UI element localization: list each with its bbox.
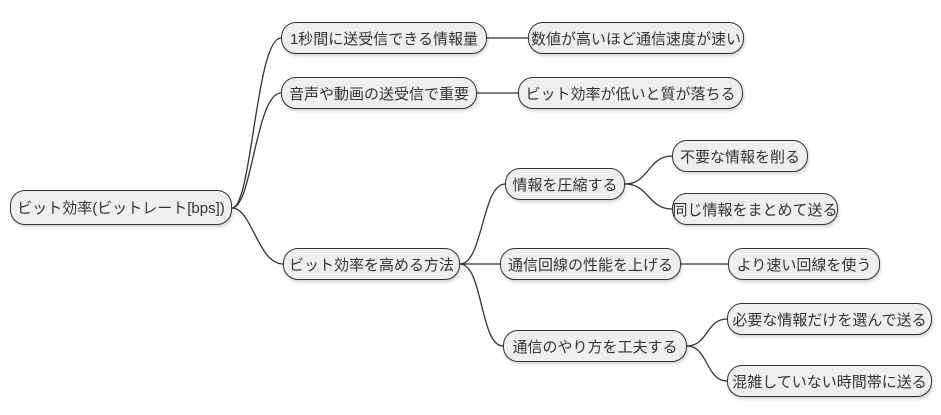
- edge-improve-to-devise-method: [459, 263, 504, 347]
- mindmap-node-upgrade-line: 通信回線の性能を上げる: [500, 248, 681, 280]
- mindmap-node-info-amount: 1秒間に送受信できる情報量: [281, 22, 487, 54]
- edge-compress-to-remove-unneeded: [624, 155, 673, 185]
- mindmap-node-off-peak: 混雑していない時間帯に送る: [727, 365, 932, 397]
- mindmap-node-compress: 情報を圧縮する: [505, 168, 625, 200]
- mindmap-node-root: ビット効率(ビットレート[bps]): [10, 190, 232, 225]
- edge-devise-to-select-needed: [686, 318, 728, 347]
- edge-root-to-info-amount: [231, 37, 282, 209]
- edge-compress-to-batch-send: [624, 183, 673, 210]
- mindmap-node-select-needed: 必要な情報だけを選んで送る: [727, 303, 932, 335]
- edge-root-to-audio-video: [231, 92, 282, 209]
- edge-root-to-improve-methods: [231, 207, 284, 265]
- mindmap-node-devise-method: 通信のやり方を工夫する: [503, 330, 687, 362]
- mindmap-node-quality-note: ビット効率が低いと質が落ちる: [518, 77, 743, 109]
- mindmap-node-speed-note: 数値が高いほど通信速度が速い: [528, 22, 744, 54]
- mindmap-node-batch-send: 同じ情報をまとめて送る: [672, 193, 838, 225]
- mindmap-node-audio-video: 音声や動画の送受信で重要: [281, 77, 477, 109]
- mindmap-node-improve-methods: ビット効率を高める方法: [283, 248, 460, 280]
- mindmap-node-faster-line: より速い回線を使う: [728, 248, 880, 280]
- edge-improve-to-compress: [459, 183, 506, 265]
- mindmap-node-remove-unneeded: 不要な情報を削る: [672, 140, 808, 172]
- edge-devise-to-off-peak: [686, 345, 728, 382]
